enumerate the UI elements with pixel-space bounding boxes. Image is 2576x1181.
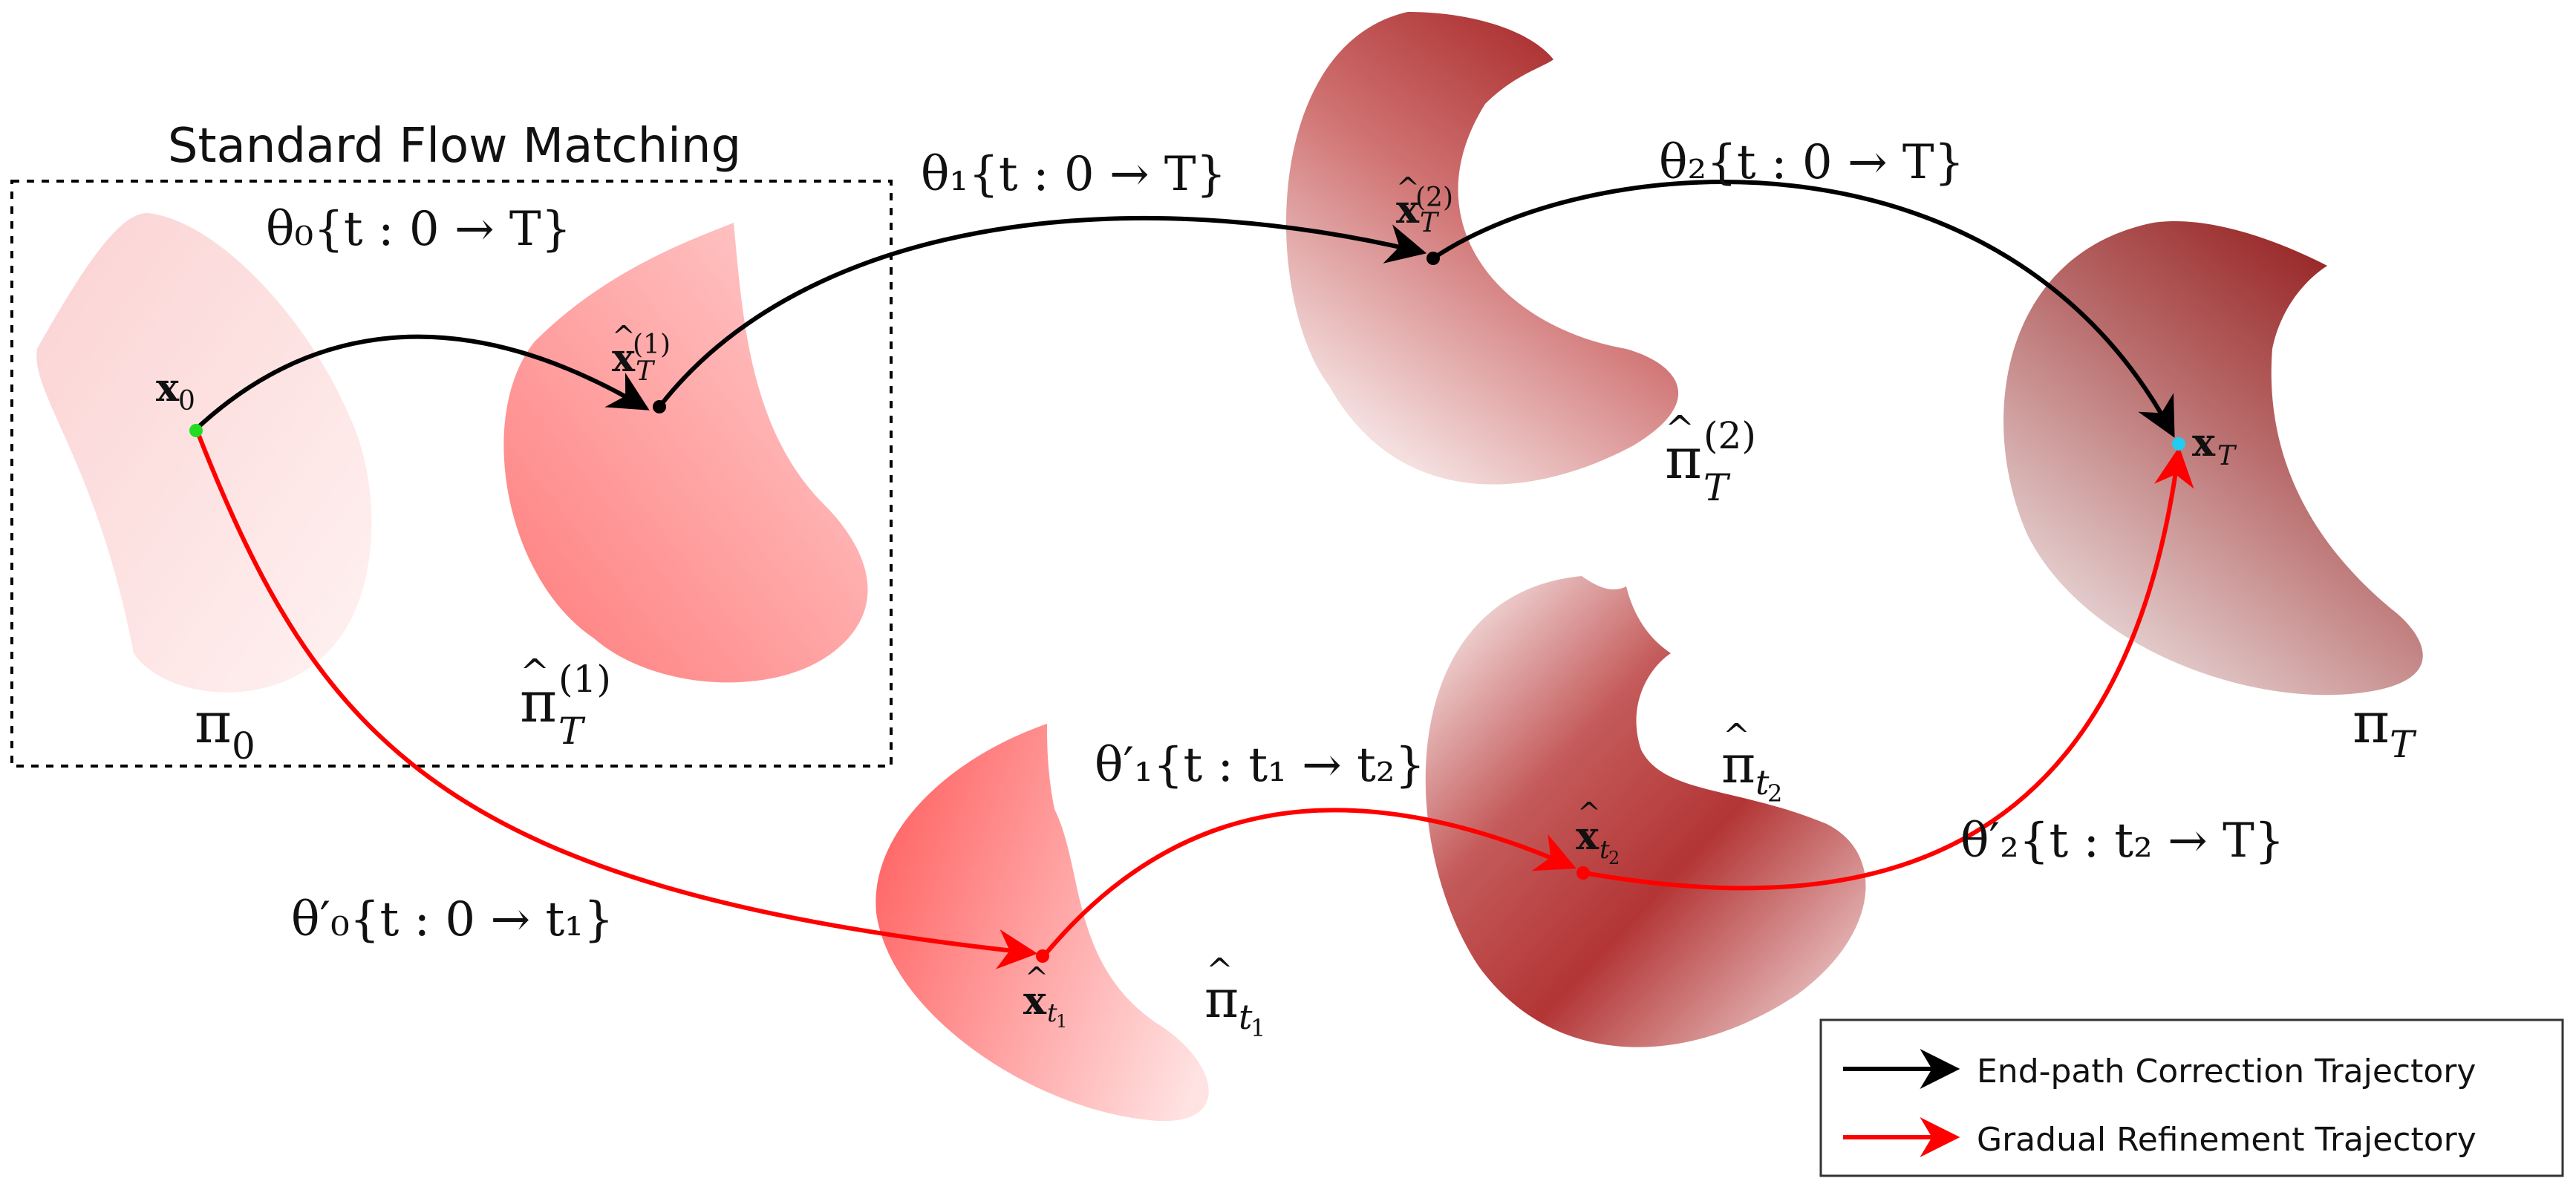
standard-flow-title: Standard Flow Matching [168, 119, 741, 174]
svg-text:T: T [1420, 208, 1440, 238]
xT2-point [1426, 252, 1440, 265]
xt1-point [1036, 949, 1049, 963]
svg-text:^: ^ [612, 320, 636, 353]
label-theta0p: θ′₀{t : 0 → t₁} [291, 892, 614, 947]
label-theta1p: θ′₁{t : t₁ → t₂} [1095, 738, 1425, 793]
pit1-blob [875, 724, 1209, 1122]
legend-red-label: Gradual Refinement Trajectory [1977, 1121, 2476, 1159]
svg-text:1: 1 [1056, 1011, 1067, 1032]
red-traj-theta2p [1584, 446, 2194, 891]
svg-text:T: T [636, 356, 656, 387]
label-xt1: x ^ t 1 [1023, 961, 1067, 1032]
svg-text:0: 0 [178, 386, 195, 416]
label-piT2: π ^ T (2) [1665, 408, 1756, 509]
label-theta0: θ₀{t : 0 → T} [266, 202, 571, 257]
label-xT1: x ^ T (1) [612, 320, 671, 387]
svg-text:π: π [2352, 690, 2390, 756]
standard-flow-box [10, 180, 893, 768]
red-traj-theta0p [195, 431, 1038, 969]
svg-text:x: x [1396, 187, 1420, 232]
svg-text:(2): (2) [1415, 183, 1453, 213]
svg-text:^: ^ [1206, 952, 1233, 989]
svg-text:π: π [195, 690, 232, 756]
svg-text:^: ^ [1025, 961, 1049, 994]
label-x0: x 0 [156, 365, 195, 416]
svg-text:t: t [1755, 762, 1770, 802]
label-piT1: π ^ T (1) [520, 652, 611, 753]
svg-text:0: 0 [232, 724, 255, 768]
svg-text:T: T [1703, 466, 1731, 509]
label-theta1: θ₁{t : 0 → T} [921, 147, 1226, 202]
svg-text:^: ^ [1577, 796, 1601, 829]
x0-point [189, 424, 203, 437]
label-theta2: θ₂{t : 0 → T} [1659, 135, 1964, 190]
black-traj-theta2 [1432, 180, 2175, 438]
legend-black-label: End-path Correction Trajectory [1977, 1053, 2476, 1090]
label-pi0: π 0 [195, 690, 255, 768]
svg-text:t: t [1239, 997, 1253, 1037]
black-traj-theta0 [192, 334, 650, 433]
svg-text:(1): (1) [633, 330, 671, 360]
label-xT: x T [2192, 420, 2237, 471]
piT1-blob [503, 223, 868, 683]
black-traj-theta1 [657, 215, 1427, 408]
svg-text:x: x [612, 336, 636, 381]
label-theta2p: θ′₂{t : t₂ → T} [1960, 814, 2285, 868]
svg-text:T: T [2390, 723, 2417, 766]
legend: End-path Correction Trajectory Gradual R… [1819, 1018, 2564, 1177]
svg-text:π: π [1204, 969, 1239, 1030]
svg-text:1: 1 [1250, 1014, 1265, 1042]
xT1-point [653, 400, 666, 413]
label-pit2: π ^ t 2 [1721, 717, 1782, 808]
svg-text:x: x [2192, 420, 2216, 465]
label-piT: π T [2352, 690, 2417, 766]
xT-point [2172, 437, 2185, 451]
label-xt2: x ^ t 2 [1576, 796, 1620, 868]
svg-text:2: 2 [1767, 779, 1782, 808]
xt2-point [1576, 866, 1590, 880]
svg-text:T: T [2217, 441, 2237, 471]
svg-text:2: 2 [1608, 848, 1620, 868]
svg-text:^: ^ [520, 652, 550, 693]
svg-text:^: ^ [1396, 171, 1420, 204]
svg-text:π: π [520, 669, 557, 735]
svg-text:π: π [1721, 734, 1755, 795]
svg-text:π: π [1665, 425, 1702, 491]
svg-text:^: ^ [1723, 717, 1750, 755]
svg-text:(2): (2) [1703, 414, 1756, 457]
red-traj-theta1p [1040, 808, 1576, 959]
svg-text:x: x [156, 365, 180, 410]
label-xT2: x ^ T (2) [1396, 171, 1453, 238]
svg-text:(1): (1) [558, 658, 611, 701]
svg-text:^: ^ [1665, 408, 1695, 450]
svg-text:t: t [1047, 998, 1057, 1028]
svg-text:T: T [558, 710, 586, 753]
svg-text:x: x [1023, 978, 1047, 1024]
svg-text:t: t [1600, 835, 1610, 865]
pit2-blob [1425, 576, 1866, 1047]
svg-text:x: x [1576, 814, 1600, 859]
piT2-blob [1285, 12, 1679, 485]
label-pit1: π ^ t 1 [1204, 952, 1265, 1042]
